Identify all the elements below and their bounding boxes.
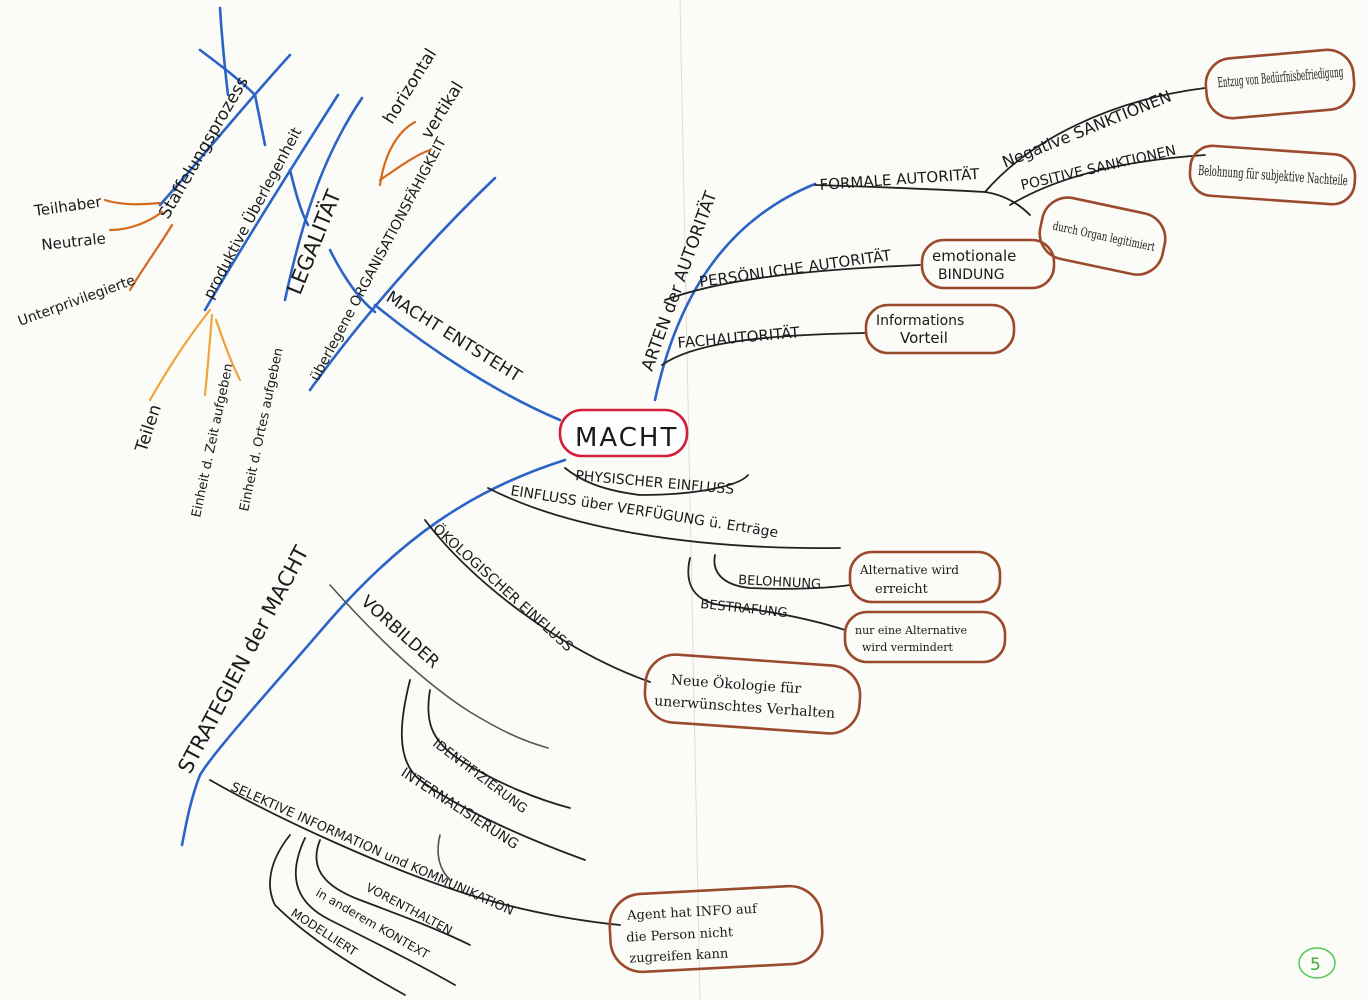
- box-bestrafung-line2: wird vermindert: [862, 641, 954, 654]
- label-strategien: STRATEGIEN der MACHT: [173, 542, 313, 778]
- box-organ-text: durch Organ legitimiert: [1052, 219, 1157, 254]
- label-unterprivilegierte: Unterprivilegierte: [16, 273, 137, 330]
- box-bestrafung: [843, 610, 1007, 664]
- line-teilen: [148, 308, 212, 402]
- line-staffelung-top: [218, 6, 230, 97]
- label-bestrafung: BESTRAFUNG: [700, 597, 789, 621]
- center-node: MACHT: [558, 408, 689, 458]
- line-legalitaet: [283, 96, 364, 302]
- line-selektive-tick: [437, 834, 451, 881]
- box-oekologisch: [643, 653, 862, 735]
- label-staffelung: Staffelungsprozess: [155, 73, 253, 222]
- label-vorbilder: VORBILDER: [357, 592, 444, 673]
- box-organ: [1038, 196, 1167, 276]
- label-formale: FORMALE AUTORITÄT: [819, 164, 981, 194]
- line-unterprivilegierte: [128, 223, 174, 292]
- box-selektive-line1: Agent hat INFO auf: [626, 902, 759, 924]
- paper-fold: [679, 0, 701, 1000]
- label-legalitaet: LEGALITÄT: [281, 186, 346, 298]
- branch-macht-entsteht: MACHT ENTSTEHT überlegene ORGANISATIONSF…: [16, 6, 562, 519]
- branch-arten-autoritaet: ARTEN der AUTORITÄT FORMALE AUTORITÄT Ne…: [637, 48, 1357, 402]
- box-bestrafung-line1: nur eine Alternative: [855, 624, 967, 637]
- box-oekologisch-line1: Neue Ökologie für: [670, 670, 802, 697]
- box-negative-text: Entzug von Bedürfnisbefriedigung: [1217, 64, 1344, 91]
- label-physischer: PHYSISCHER EINFLUSS: [575, 468, 735, 498]
- line-legalitaet-join: [328, 248, 377, 314]
- center-bubble: [558, 408, 689, 458]
- label-teilen: Teilen: [131, 402, 165, 455]
- line-ueberlegenheit-tick: [288, 168, 310, 227]
- label-einheit-ort: Einheit d. Ortes aufgeben: [237, 347, 286, 513]
- page-number: 5: [1298, 947, 1336, 979]
- label-internalisierung: INTERNALISIERUNG: [398, 765, 522, 853]
- line-fach: [661, 332, 866, 366]
- box-belohnung-line1: Alternative wird: [859, 563, 959, 577]
- box-persoenliche: [920, 238, 1056, 290]
- line-internalisierung: [400, 679, 586, 861]
- line-vorbilder: [329, 584, 549, 749]
- label-macht-entsteht: MACHT ENTSTEHT: [382, 287, 525, 387]
- label-oekologisch: ÖKOLOGISCHER EINFLUSS: [429, 520, 577, 656]
- box-negative: [1204, 48, 1356, 120]
- line-einheit-zeit: [203, 313, 214, 397]
- box-selektive-line3: zugreifen kann: [629, 946, 729, 966]
- line-macht-entsteht: [373, 303, 562, 422]
- line-strategien: [180, 458, 567, 847]
- line-positive: [1009, 154, 1206, 206]
- page-number-circle: [1298, 947, 1336, 979]
- label-belohnung: BELOHNUNG: [738, 573, 822, 592]
- box-belohnung-line2: erreicht: [875, 582, 929, 597]
- line-ertraege: [487, 487, 841, 549]
- line-physischer: [564, 467, 749, 496]
- box-persoenliche-line1: emotionale: [932, 247, 1016, 265]
- box-fach-line2: Vorteil: [900, 329, 948, 347]
- line-organisation: [308, 176, 497, 392]
- line-identifizierung: [427, 689, 571, 809]
- box-belohnung: [848, 550, 1002, 604]
- page-number-text: 5: [1310, 955, 1321, 975]
- line-modelliert: [269, 834, 406, 996]
- center-label: MACHT: [575, 423, 678, 453]
- label-neutrale: Neutrale: [41, 229, 107, 254]
- label-teilhaber: Teilhaber: [32, 193, 103, 221]
- label-fach: FACHAUTORITÄT: [677, 322, 801, 352]
- line-negative: [984, 87, 1206, 193]
- line-vorenthalten: [315, 839, 471, 946]
- branch-strategien: STRATEGIEN der MACHT PHYSISCHER EINFLUSS…: [173, 458, 1007, 996]
- line-staffelung-cross: [198, 48, 267, 147]
- line-teilhaber: [103, 198, 162, 206]
- box-persoenliche-line2: BINDUNG: [938, 267, 1005, 283]
- line-belohnung: [713, 554, 851, 590]
- box-oekologisch-line2: unerwünschtes Verhalten: [654, 693, 836, 722]
- line-bestrafung: [687, 557, 846, 631]
- line-neutrale: [108, 210, 164, 232]
- line-kontext: [294, 837, 456, 986]
- box-selektive: [608, 884, 824, 974]
- line-persoenliche: [664, 264, 921, 301]
- line-arten: [653, 182, 817, 402]
- box-fach-line1: Informations: [876, 313, 964, 329]
- line-vertikal: [378, 148, 432, 182]
- box-positive: [1188, 144, 1357, 206]
- line-einheit-ort: [214, 318, 242, 382]
- line-horizontal: [378, 120, 417, 187]
- line-selektive: [209, 779, 621, 926]
- label-vertikal: vertikal: [417, 78, 468, 143]
- label-einheit-zeit: Einheit d. Zeit aufgeben: [189, 362, 236, 519]
- box-positive-text: Belohnung für subjektive Nachteile: [1198, 163, 1349, 189]
- line-staffelung: [158, 53, 292, 207]
- line-ueberlegenheit: [203, 93, 340, 312]
- box-fach: [864, 303, 1016, 355]
- box-selektive-line2: die Person nicht: [626, 925, 734, 946]
- label-ertraege: EINFLUSS über VERFÜGUNG ü. Erträge: [509, 481, 779, 541]
- line-oekologisch: [424, 519, 651, 683]
